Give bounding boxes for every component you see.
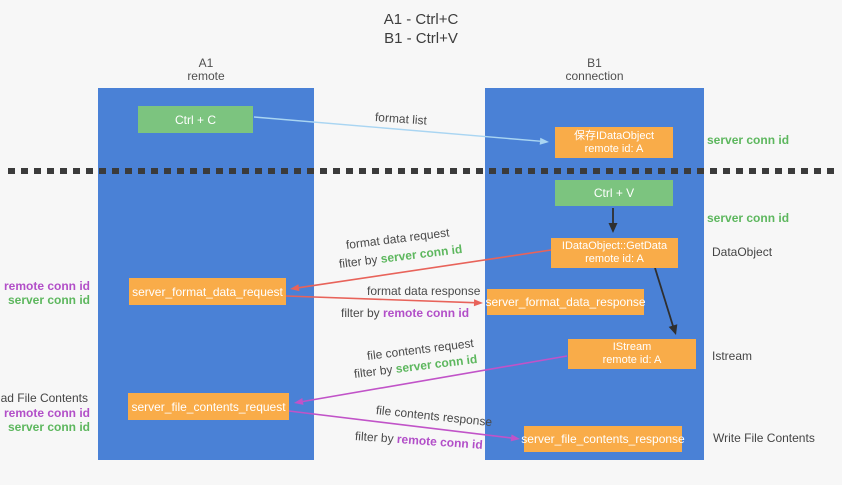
flow-label-remote-conn-id-4: remote conn id — [396, 431, 484, 452]
title-line-b1: B1 - Ctrl+V — [384, 30, 458, 47]
node-server-format-data-request: server_format_data_request — [129, 278, 286, 305]
column-b1-name: connection — [565, 69, 624, 83]
arrowhead-format-data-response — [473, 299, 483, 307]
column-a1-id: A1 — [198, 56, 214, 70]
column-b1-id: B1 — [587, 56, 602, 70]
node-istream: IStream remote id: A — [568, 339, 696, 369]
column-header-a1: A1 remote — [98, 57, 314, 83]
node-server-file-contents-request: server_file_contents_request — [128, 393, 289, 420]
flow-label-filter-by-1: filter by — [338, 251, 382, 271]
flow-label-format-data-response: format data response — [367, 284, 481, 298]
title-line-a1: A1 - Ctrl+C — [383, 11, 459, 28]
diagram-title: A1 - Ctrl+C B1 - Ctrl+V — [0, 10, 842, 48]
flow-label-filter-by-2: filter by — [341, 306, 384, 320]
node-idataobject-getdata-line2: remote id: A — [585, 253, 644, 265]
node-idataobject-getdata: IDataObject::GetData remote id: A — [551, 238, 678, 268]
label-read-file-contents: Read File Contents — [0, 391, 88, 405]
node-save-idataobject-line2: remote id: A — [584, 142, 644, 155]
flow-label-filter-by-3: filter by — [353, 361, 397, 381]
node-idataobject-getdata-line1: IDataObject::GetData — [561, 240, 668, 252]
label-istream: Istream — [712, 349, 753, 363]
label-server-conn-id-left-1: server conn id — [7, 293, 90, 307]
node-server-file-contents-response: server_file_contents_response — [521, 426, 685, 452]
flow-label-remote-conn-id-2: remote conn id — [383, 306, 470, 320]
column-header-b1: B1 connection — [485, 57, 704, 83]
label-server-conn-id-mid-right: server conn id — [707, 211, 790, 225]
node-server-format-data-response: server_format_data_response — [485, 289, 646, 315]
label-write-file-contents: Write File Contents — [713, 431, 815, 445]
label-server-conn-id-left-2: server conn id — [7, 420, 90, 434]
flow-label-filter-by-4: filter by — [354, 429, 398, 446]
node-save-idataobject-line1: 保存IDataObject — [573, 129, 655, 142]
node-ctrl-c: Ctrl + C — [138, 106, 253, 133]
label-dataobject: DataObject — [712, 245, 773, 259]
label-remote-conn-id-left-1: remote conn id — [3, 279, 90, 293]
column-a1-name: remote — [187, 69, 225, 83]
label-server-conn-id-top-right: server conn id — [707, 133, 790, 147]
node-ctrl-v: Ctrl + V — [555, 180, 673, 206]
node-istream-line2: remote id: A — [602, 354, 662, 366]
node-istream-line1: IStream — [612, 341, 652, 353]
copy-paste-divider — [8, 168, 834, 174]
label-remote-conn-id-left-2: remote conn id — [3, 406, 90, 420]
flow-label-file-contents-response: file contents response — [375, 403, 493, 430]
node-save-idataobject: 保存IDataObject remote id: A — [555, 127, 673, 158]
flow-label-filter-by-remote-2: filter by remote conn id — [341, 306, 469, 320]
flow-label-format-list: format list — [374, 110, 428, 128]
flow-label-filter-by-remote-4: filter by remote conn id — [355, 429, 484, 452]
